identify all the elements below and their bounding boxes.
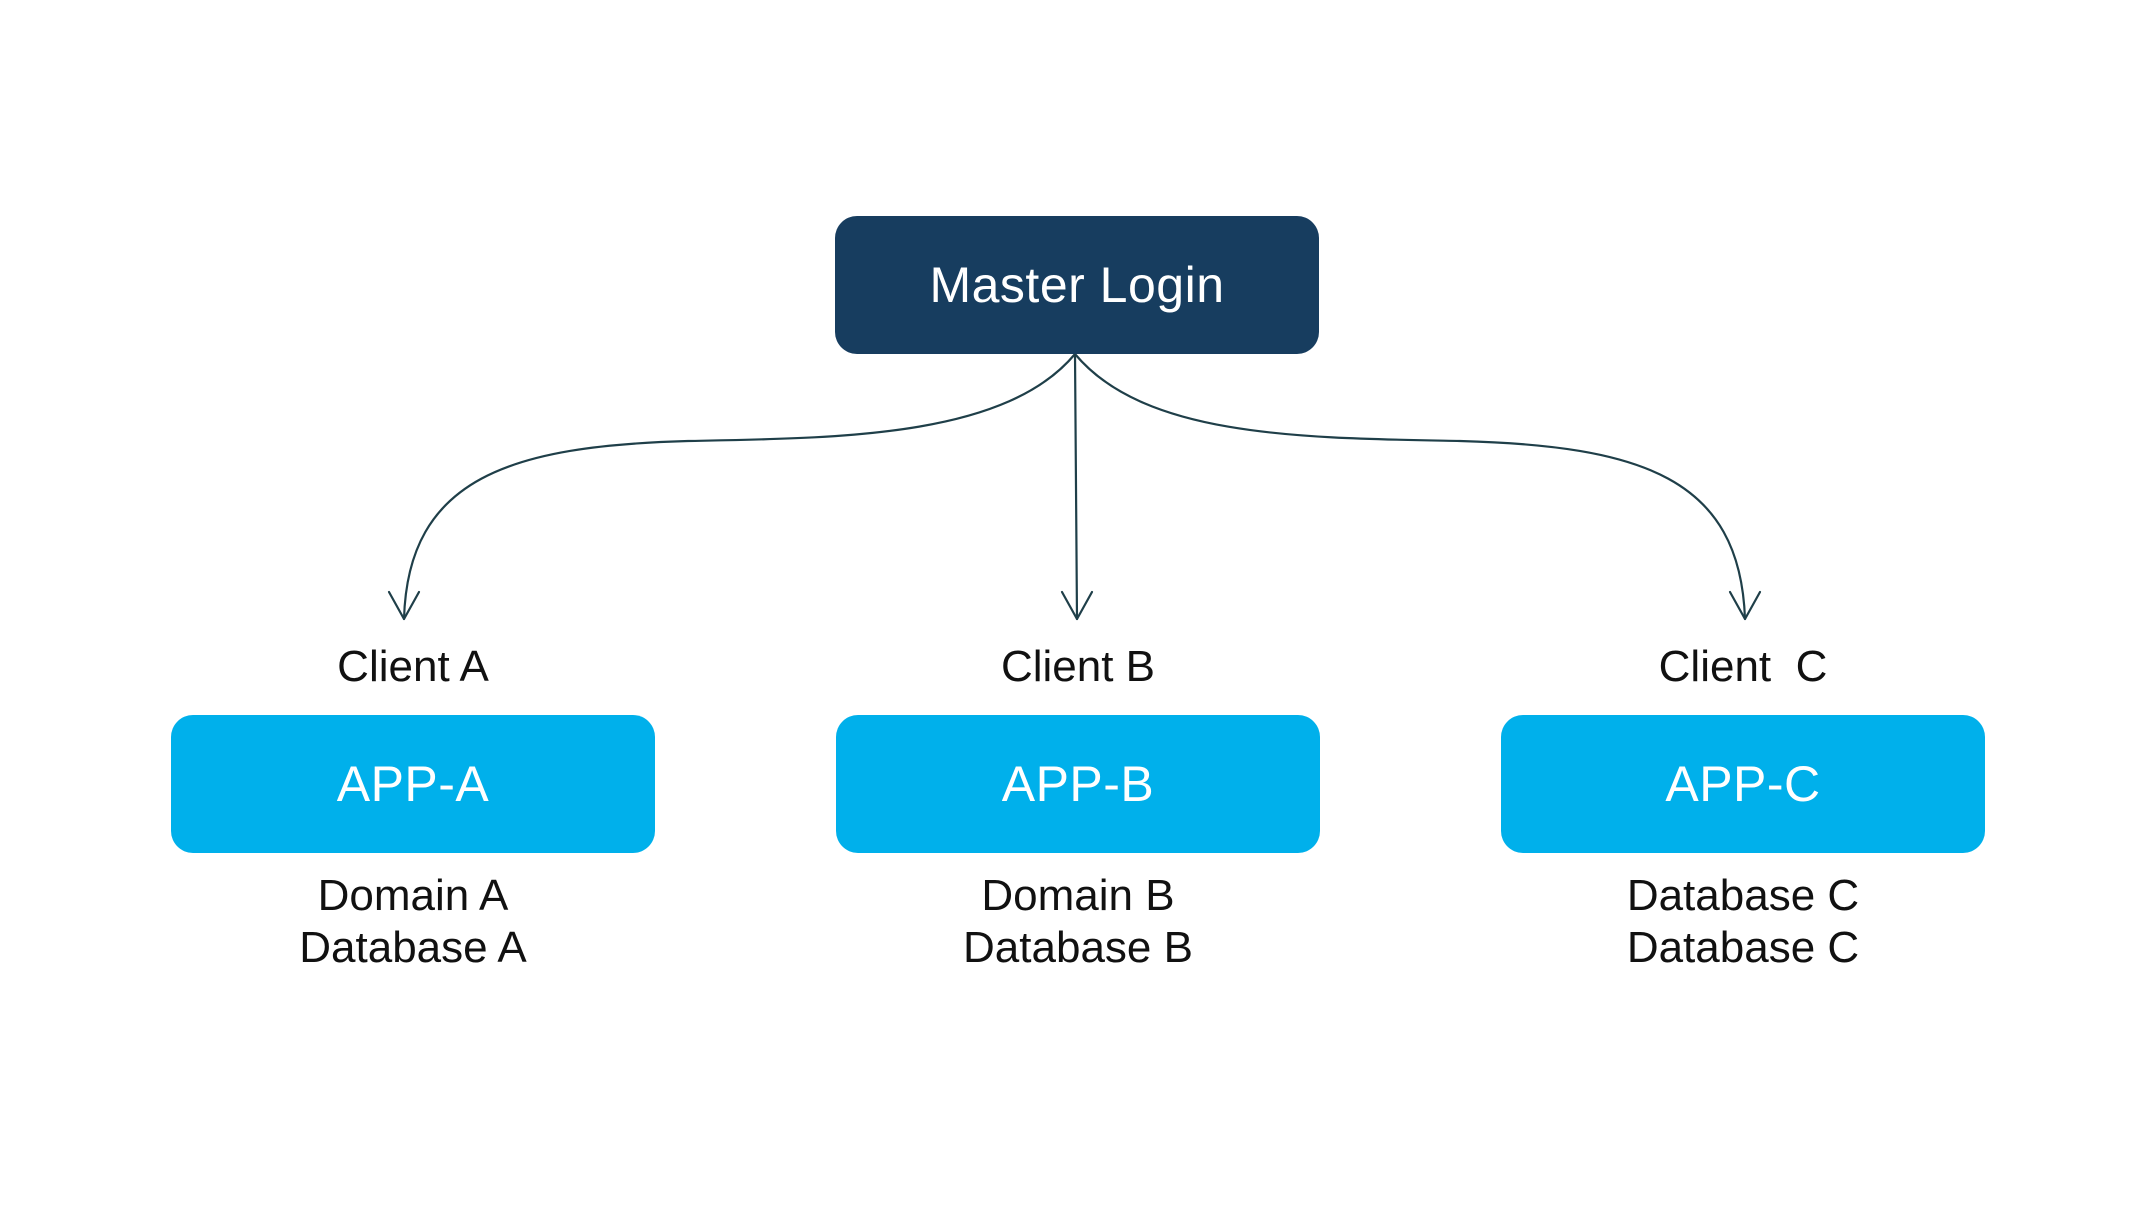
client-c-details: Database C Database C	[1501, 870, 1985, 974]
client-b-label: Client B	[1000, 642, 1156, 691]
arrowhead-client-a	[387, 590, 421, 621]
client-c-database-text-1: Database C	[1626, 871, 1860, 920]
client-c-database-text-2: Database C	[1626, 923, 1860, 972]
connector-master-to-client-c	[1073, 352, 1747, 621]
client-c-label: Client C	[1658, 642, 1828, 691]
connector-master-to-client-b	[1073, 352, 1079, 621]
app-b-box: APP-B	[836, 715, 1320, 853]
client-b-details: Domain B Database B	[836, 870, 1320, 974]
client-a-label: Client A	[337, 642, 489, 691]
app-a-box: APP-A	[171, 715, 655, 853]
arrowhead-client-c	[1728, 590, 1762, 621]
master-login-box: Master Login	[835, 216, 1319, 354]
client-a-database-text: Database A	[299, 923, 527, 972]
client-a-details: Domain A Database A	[171, 870, 655, 974]
app-c-label: APP-C	[1665, 756, 1821, 812]
app-c-box: APP-C	[1501, 715, 1985, 853]
client-a-domain-text: Domain A	[317, 871, 509, 920]
client-b-domain-text: Domain B	[981, 871, 1175, 920]
app-a-label: APP-A	[336, 756, 490, 812]
client-b-database-text: Database B	[963, 923, 1193, 972]
connector-master-to-client-a	[402, 352, 1077, 621]
master-login-label: Master Login	[929, 257, 1225, 313]
app-b-label: APP-B	[1001, 756, 1155, 812]
arrowhead-client-b	[1060, 590, 1094, 621]
